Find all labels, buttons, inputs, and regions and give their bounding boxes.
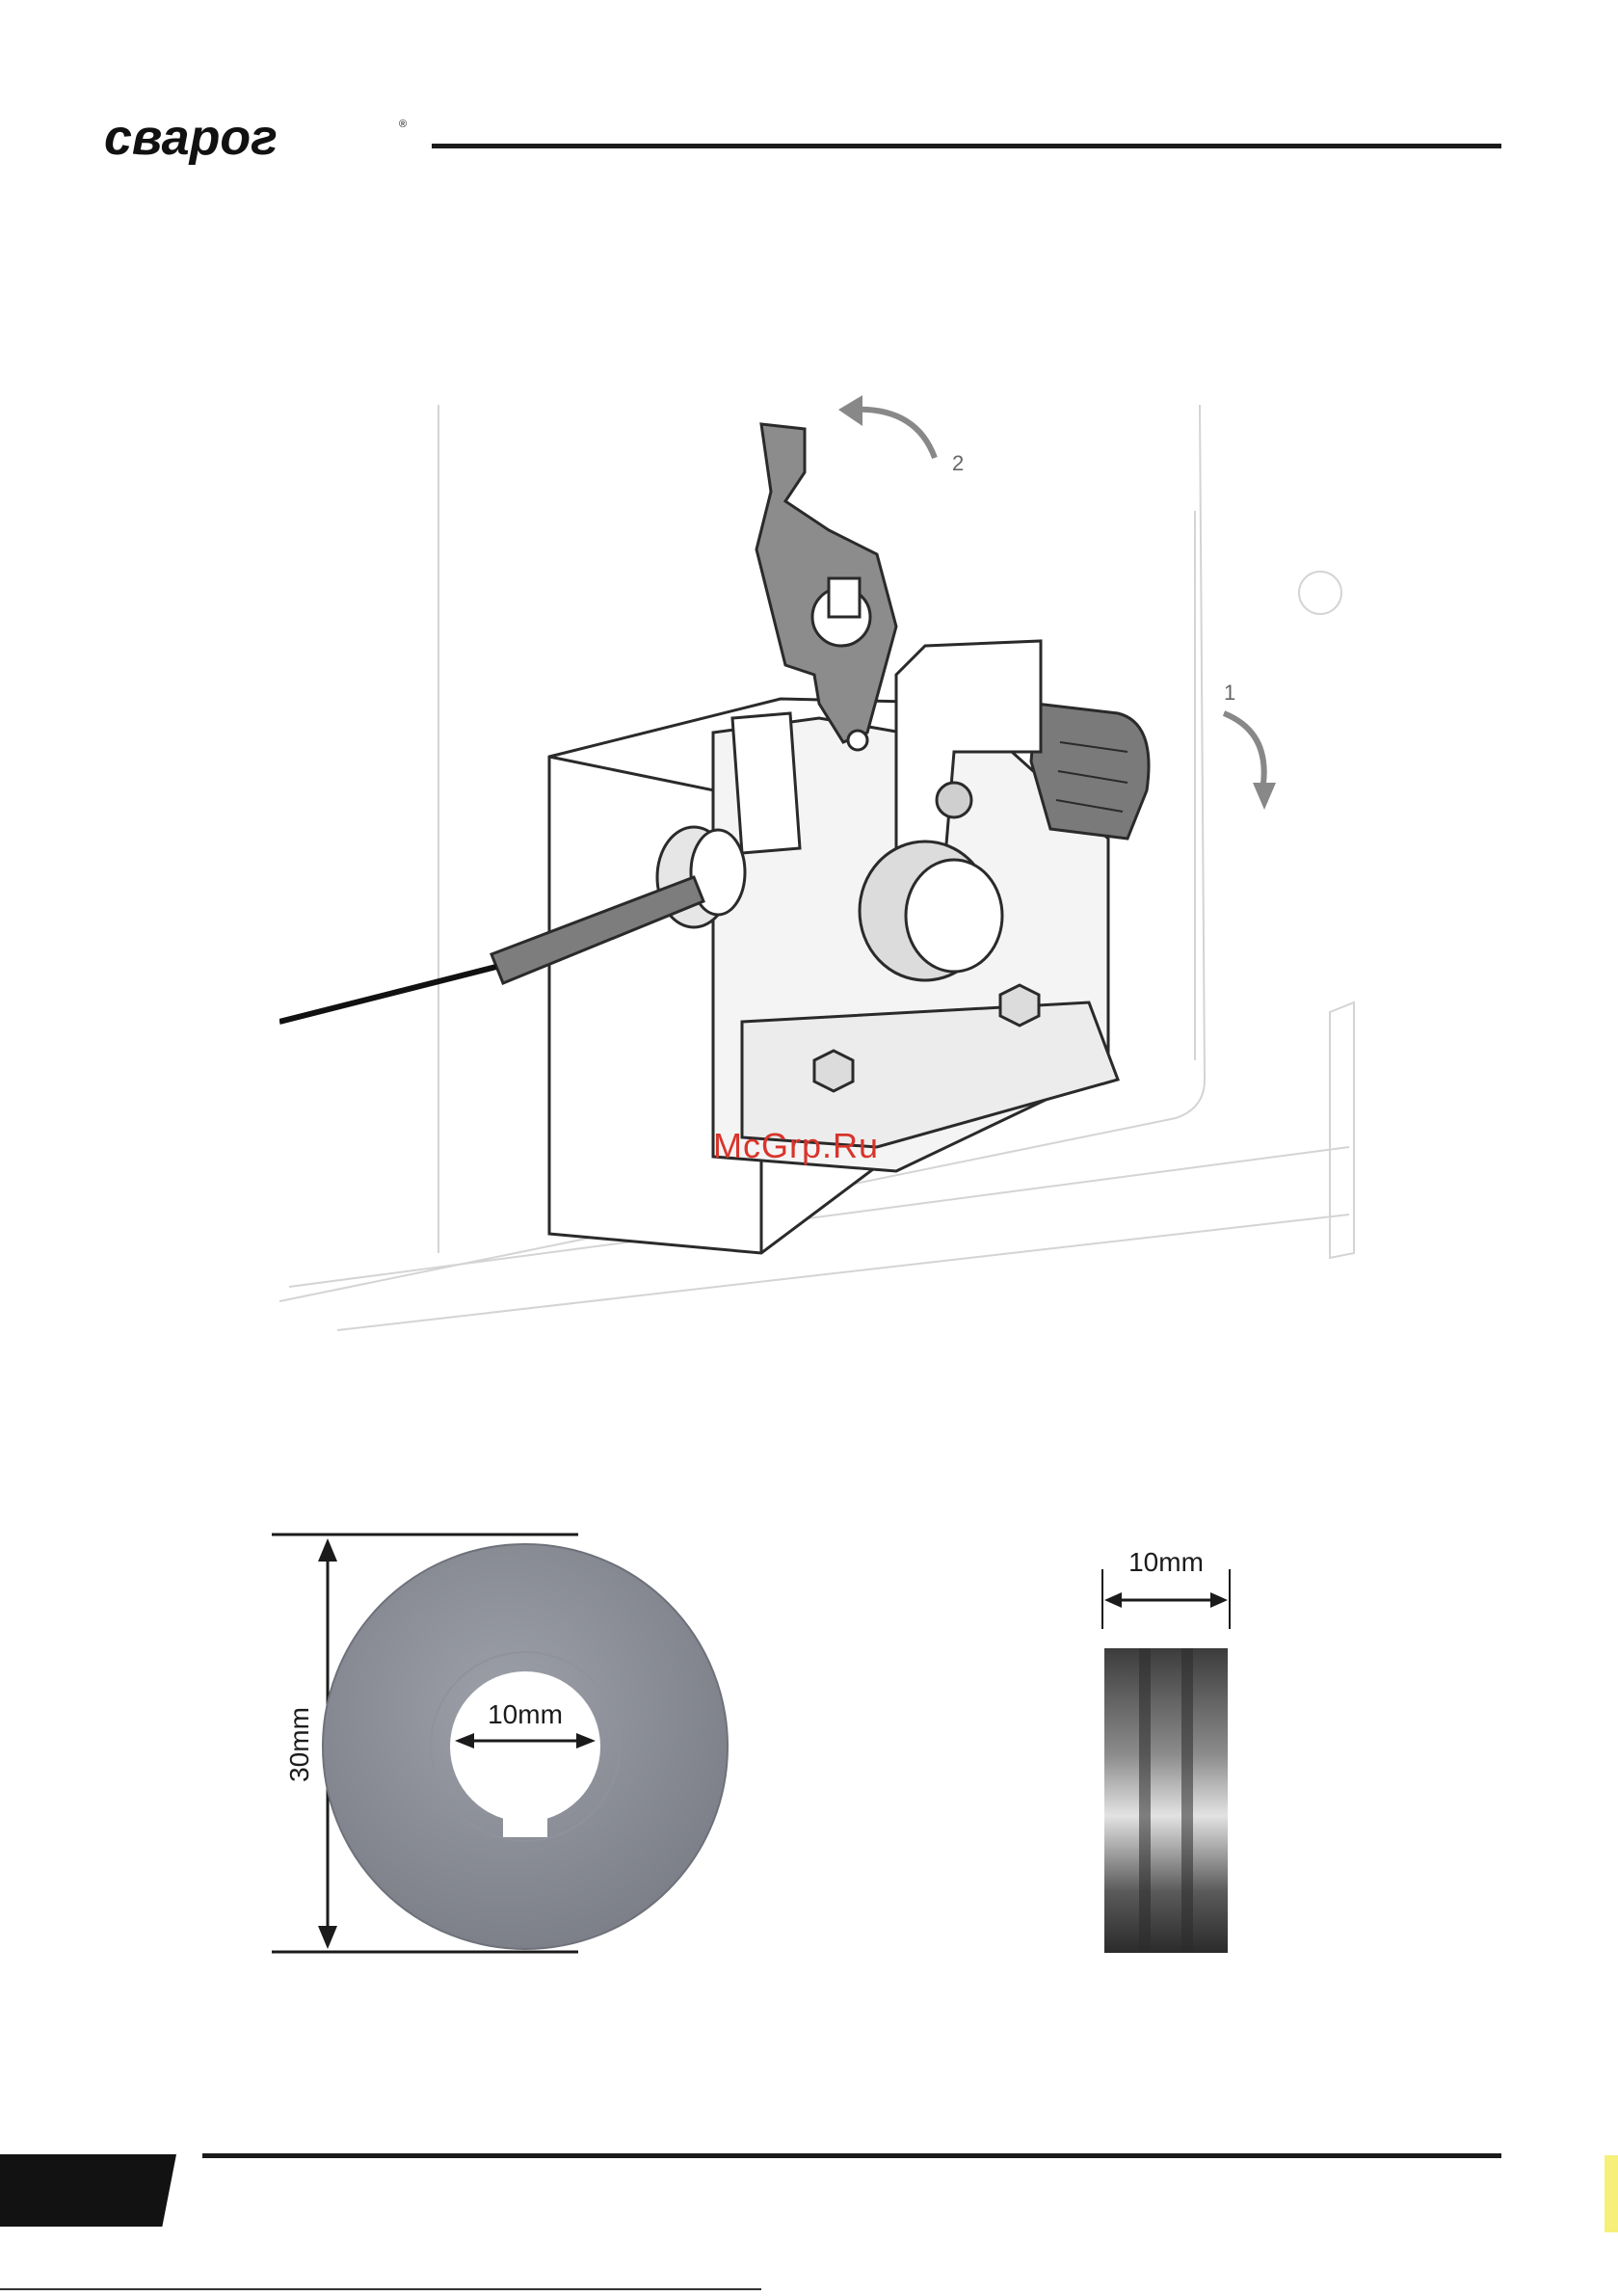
washer-inner-diameter-label: 10mm [488,1699,563,1729]
footer-rule [202,2153,1501,2158]
roller-side-diagram: 10mm [1089,1542,1243,1966]
page-number-tab [0,2154,176,2227]
washer-disc [323,1544,728,1949]
step-2-label: 2 [952,451,964,475]
brand-registered-mark: ® [399,119,407,130]
wire-feeder-illustration: 2 1 [279,386,1359,1340]
bottom-rule [0,2288,761,2290]
header-rule [432,144,1501,148]
roller-face-diagram: 30mm 10mm [260,1533,800,1976]
washer-outer-diameter-label: 30mm [284,1707,314,1782]
brand-logo-text: сварог [104,114,278,166]
step-1-arrow [1224,713,1264,790]
roller-width-label: 10mm [1128,1547,1204,1577]
step-1-label: 1 [1224,681,1235,705]
roller-body [1104,1648,1228,1953]
tension-knob [1031,704,1149,839]
edge-color-mark [1605,2155,1618,2232]
watermark: McGrp.Ru [713,1126,879,1166]
brand-logo: сварог ® [104,114,412,174]
